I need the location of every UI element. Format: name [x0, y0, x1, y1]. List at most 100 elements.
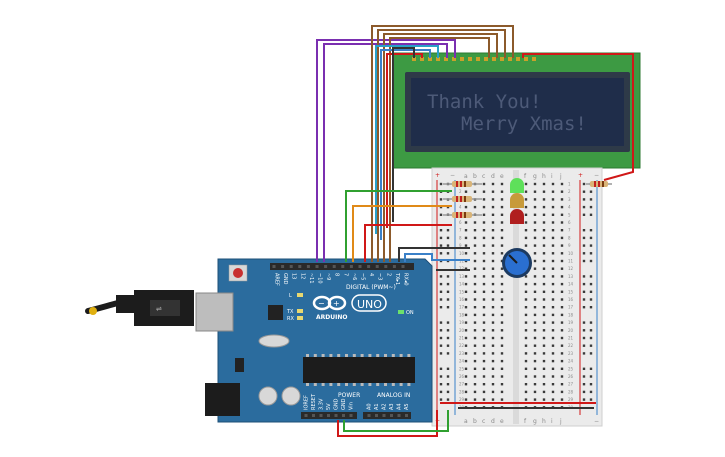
breadboard-hole[interactable]: [524, 198, 528, 201]
rail-hole[interactable]: [589, 275, 593, 278]
lcd-pin[interactable]: [508, 57, 512, 61]
breadboard-hole[interactable]: [464, 205, 468, 209]
breadboard-hole[interactable]: [551, 313, 555, 317]
breadboard-hole[interactable]: [473, 229, 477, 232]
breadboard-hole[interactable]: [560, 306, 564, 309]
breadboard-hole[interactable]: [482, 313, 486, 317]
breadboard-hole[interactable]: [464, 290, 468, 293]
breadboard-hole[interactable]: [464, 190, 468, 193]
rail-hole[interactable]: [589, 290, 593, 293]
analog-pin[interactable]: [405, 414, 408, 417]
breadboard-hole[interactable]: [542, 190, 546, 193]
breadboard-hole[interactable]: [464, 236, 468, 240]
breadboard-hole[interactable]: [482, 275, 486, 278]
wire-red-power[interactable]: [337, 410, 438, 437]
digital-pin[interactable]: [384, 265, 388, 268]
lcd-pin[interactable]: [500, 57, 504, 61]
breadboard-hole[interactable]: [524, 236, 528, 240]
rail-hole[interactable]: [446, 236, 450, 240]
rail-hole[interactable]: [582, 329, 586, 332]
rail-hole[interactable]: [439, 213, 443, 216]
breadboard-hole[interactable]: [533, 182, 537, 186]
wire-green-led[interactable]: [345, 190, 452, 262]
breadboard-hole[interactable]: [560, 329, 564, 332]
breadboard-hole[interactable]: [542, 344, 546, 347]
rail-hole[interactable]: [582, 229, 586, 232]
rail-hole[interactable]: [439, 383, 443, 386]
breadboard-hole[interactable]: [542, 383, 546, 386]
analog-pin[interactable]: [375, 414, 378, 417]
breadboard-hole[interactable]: [551, 375, 555, 378]
breadboard-hole[interactable]: [464, 229, 468, 232]
breadboard-hole[interactable]: [482, 221, 486, 224]
breadboard-hole[interactable]: [551, 290, 555, 293]
breadboard-hole[interactable]: [482, 229, 486, 232]
breadboard-hole[interactable]: [473, 390, 477, 394]
breadboard-hole[interactable]: [491, 244, 495, 247]
breadboard-hole[interactable]: [482, 290, 486, 293]
breadboard-hole[interactable]: [524, 275, 528, 278]
breadboard-hole[interactable]: [560, 398, 564, 401]
rail-hole[interactable]: [582, 252, 586, 255]
breadboard-hole[interactable]: [560, 236, 564, 240]
wire-brown-2[interactable]: [377, 29, 506, 262]
breadboard-hole[interactable]: [551, 259, 555, 263]
breadboard-hole[interactable]: [533, 375, 537, 378]
breadboard-hole[interactable]: [542, 198, 546, 201]
breadboard-hole[interactable]: [500, 213, 504, 216]
breadboard-hole[interactable]: [533, 244, 537, 247]
breadboard-hole[interactable]: [473, 298, 477, 301]
rail-hole[interactable]: [446, 336, 450, 340]
breadboard-hole[interactable]: [500, 329, 504, 332]
breadboard-hole[interactable]: [560, 313, 564, 317]
resistors[interactable]: [443, 181, 612, 218]
breadboard-hole[interactable]: [551, 275, 555, 278]
breadboard-hole[interactable]: [533, 267, 537, 270]
leds[interactable]: [510, 178, 524, 224]
breadboard-hole[interactable]: [464, 252, 468, 255]
breadboard-hole[interactable]: [500, 398, 504, 401]
rail-hole[interactable]: [582, 182, 586, 186]
rail-hole[interactable]: [582, 244, 586, 247]
breadboard-hole[interactable]: [491, 359, 495, 363]
digital-pin[interactable]: [349, 265, 353, 268]
breadboard-hole[interactable]: [560, 375, 564, 378]
breadboard-hole[interactable]: [491, 252, 495, 255]
breadboard-hole[interactable]: [551, 367, 555, 370]
rail-hole[interactable]: [446, 398, 450, 401]
digital-pin[interactable]: [315, 265, 319, 268]
breadboard-hole[interactable]: [542, 275, 546, 278]
breadboard-hole[interactable]: [560, 321, 564, 324]
rail-hole[interactable]: [589, 244, 593, 247]
breadboard-hole[interactable]: [524, 229, 528, 232]
digital-pin[interactable]: [281, 265, 285, 268]
breadboard-hole[interactable]: [542, 182, 546, 186]
breadboard-hole[interactable]: [482, 298, 486, 301]
breadboard-hole[interactable]: [473, 352, 477, 355]
power-pin[interactable]: [327, 414, 330, 417]
breadboard-hole[interactable]: [464, 221, 468, 224]
breadboard-hole[interactable]: [491, 298, 495, 301]
digital-pin[interactable]: [401, 265, 405, 268]
breadboard-hole[interactable]: [473, 267, 477, 270]
wire-lcd-black[interactable]: [392, 47, 415, 222]
rail-hole[interactable]: [582, 282, 586, 286]
wire-black-pot[interactable]: [398, 247, 470, 262]
breadboard-hole[interactable]: [473, 329, 477, 332]
breadboard-hole[interactable]: [473, 336, 477, 340]
breadboard-hole[interactable]: [524, 352, 528, 355]
breadboard-hole[interactable]: [524, 398, 528, 401]
breadboard-hole[interactable]: [500, 359, 504, 363]
digital-pin[interactable]: [298, 265, 302, 268]
wire-red-led[interactable]: [364, 224, 452, 262]
breadboard-hole[interactable]: [491, 336, 495, 340]
breadboard-hole[interactable]: [500, 259, 504, 263]
rail-hole[interactable]: [589, 190, 593, 193]
rail-hole[interactable]: [439, 352, 443, 355]
digital-pin[interactable]: [375, 265, 379, 268]
breadboard-hole[interactable]: [560, 344, 564, 347]
breadboard-hole[interactable]: [533, 205, 537, 209]
breadboard-hole[interactable]: [533, 252, 537, 255]
analog-pin[interactable]: [382, 414, 386, 417]
rail-hole[interactable]: [439, 282, 443, 286]
